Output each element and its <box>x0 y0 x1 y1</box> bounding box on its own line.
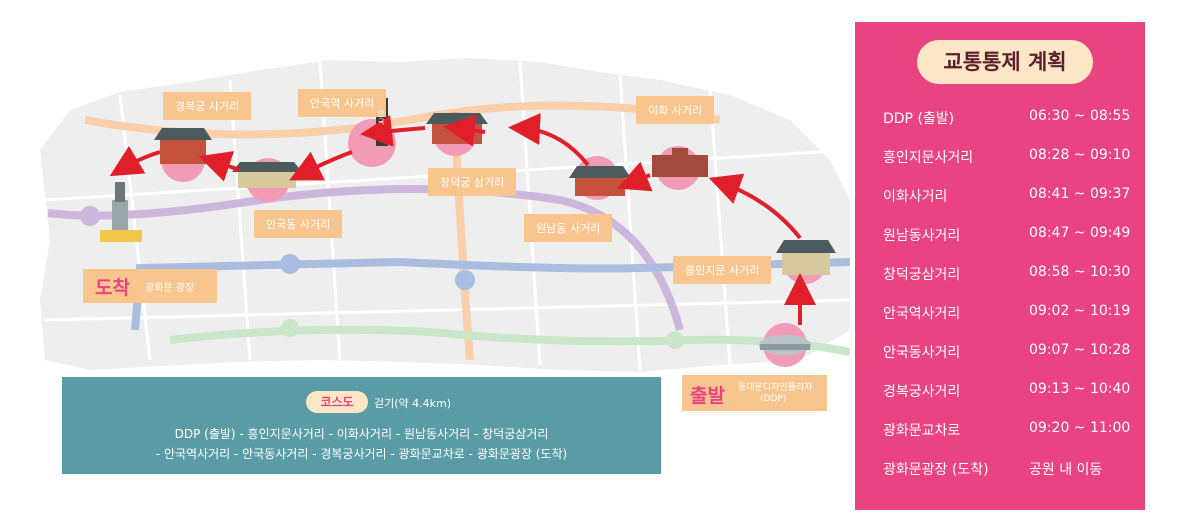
schedule-time: 공원 내 이동 <box>1029 462 1103 478</box>
map-streets <box>44 61 850 371</box>
arrival-tag: 도착 <box>95 277 130 299</box>
route-arrows <box>109 113 816 325</box>
arrival-box: 도착 광화문 광장 <box>83 269 217 303</box>
schedule-location: 경복궁사거리 <box>883 384 961 400</box>
route-map <box>40 58 850 372</box>
departure-tag: 출발 <box>690 385 725 407</box>
label-ihwa: 이화 사거리 <box>636 96 715 124</box>
label-angukdong: 안국동 사거리 <box>254 210 343 238</box>
station-dot <box>280 254 300 274</box>
ddp-building-icon <box>759 335 811 355</box>
schedule-row: 이화사거리 08:41 ~ 09:37 <box>883 186 1133 208</box>
schedule-row: 광화문광장 (도착) 공원 내 이동 <box>883 459 1133 481</box>
heunginjimun-gate-icon <box>776 240 836 275</box>
schedule-row: 안국동사거리 09:07 ~ 10:28 <box>883 342 1133 364</box>
station-sign-text: 안국 <box>378 110 385 126</box>
label-heunginjimun: 흥인지문 사거리 <box>673 256 772 284</box>
schedule-time: 08:41 ~ 09:37 <box>1029 186 1131 202</box>
course-line-1: DDP (출발) - 흥인지문사거리 - 이화사거리 - 원남동사거리 - 창덕… <box>174 427 549 441</box>
schedule-row: 창덕궁삼거리 08:58 ~ 10:30 <box>883 264 1133 286</box>
schedule-time: 06:30 ~ 08:55 <box>1029 108 1131 124</box>
arrival-place: 광화문 광장 <box>145 283 195 294</box>
schedule-location: 창덕궁삼거리 <box>883 267 961 283</box>
schedule-location: 광화문교차로 <box>883 423 961 439</box>
panel-title: 교통통제 계획 <box>917 40 1093 84</box>
schedule-location: DDP (출발) <box>883 111 955 127</box>
schedule-row: 흥인지문사거리 08:28 ~ 09:10 <box>883 147 1133 169</box>
schedule-row: 광화문교차로 09:20 ~ 11:00 <box>883 420 1133 442</box>
wonnamdong-building-icon <box>569 166 631 196</box>
schedule-location: 안국동사거리 <box>883 345 961 361</box>
station-dot <box>80 206 100 226</box>
station-dot <box>281 319 299 337</box>
schedule-location: 원남동사거리 <box>883 228 961 244</box>
ihwa-building-icon <box>652 148 708 177</box>
schedule-row: 안국역사거리 09:02 ~ 10:19 <box>883 303 1133 325</box>
schedule-time: 09:20 ~ 11:00 <box>1029 420 1131 436</box>
schedule-row: 경복궁사거리 09:13 ~ 10:40 <box>883 381 1133 403</box>
schedule-row: DDP (출발) 06:30 ~ 08:55 <box>883 108 1133 130</box>
departure-place-line1: 동대문디자인플라자 <box>738 383 813 393</box>
course-walk-distance: 걷기(약 4.4km) <box>374 397 452 410</box>
schedule-time: 09:13 ~ 10:40 <box>1029 381 1131 397</box>
departure-place-line2: (DDP) <box>760 394 787 404</box>
course-box: 코스도 걷기(약 4.4km) DDP (출발) - 흥인지문사거리 - 이화사… <box>62 377 661 474</box>
course-badge: 코스도 <box>306 391 368 413</box>
schedule-location: 광화문광장 (도착) <box>883 462 989 478</box>
angukdong-building-icon <box>232 162 302 188</box>
label-changdeokgung: 창덕궁 삼거리 <box>428 168 517 196</box>
station-dot <box>666 331 684 349</box>
course-line-2: - 안국역사거리 - 안국동사거리 - 경복궁사거리 - 광화문교차로 - 광화… <box>155 447 568 461</box>
traffic-control-panel: 교통통제 계획 DDP (출발) 06:30 ~ 08:55 흥인지문사거리 08:… <box>855 22 1145 510</box>
departure-box: 출발 동대문디자인플라자 (DDP) <box>682 375 827 411</box>
schedule-time: 08:58 ~ 10:30 <box>1029 264 1131 280</box>
statue-icon <box>100 182 142 242</box>
schedule-time: 08:28 ~ 09:10 <box>1029 147 1131 163</box>
station-dot <box>455 270 475 290</box>
schedule-location: 안국역사거리 <box>883 306 961 322</box>
label-gyeongbokgung: 경복궁 사거리 <box>163 92 252 120</box>
schedule-time: 09:07 ~ 10:28 <box>1029 342 1131 358</box>
schedule-location: 이화사거리 <box>883 189 948 205</box>
schedule-row: 원남동사거리 08:47 ~ 09:49 <box>883 225 1133 247</box>
schedule-location: 흥인지문사거리 <box>883 150 974 166</box>
label-wonnamdong: 원남동 사거리 <box>524 214 613 242</box>
label-anguk-station: 안국역 사거리 <box>298 89 387 117</box>
subway-line-purple <box>47 185 684 332</box>
gyeongbokgung-gate-icon <box>154 128 212 164</box>
schedule-time: 09:02 ~ 10:19 <box>1029 303 1131 319</box>
schedule-time: 08:47 ~ 09:49 <box>1029 225 1131 241</box>
subway-line-blue <box>131 257 850 331</box>
